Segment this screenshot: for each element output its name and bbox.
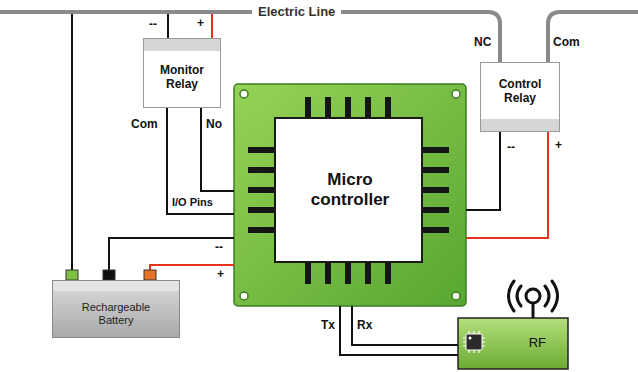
mounting-hole <box>240 90 248 98</box>
wire <box>466 132 500 210</box>
wire <box>109 238 234 280</box>
rf-chip-dot <box>469 337 472 340</box>
terminal-label: Com <box>553 35 580 49</box>
signal-label: + <box>217 267 224 281</box>
circuit-board <box>234 84 466 306</box>
mounting-hole <box>240 292 248 300</box>
chip-pin <box>345 97 351 118</box>
terminal-label: -- <box>149 17 157 31</box>
chip-pin <box>385 262 391 284</box>
chip-pin <box>248 147 275 153</box>
chip-pin <box>422 147 449 153</box>
terminal-label: Com <box>131 117 158 131</box>
chip-pin <box>248 227 275 233</box>
line-label: Electric Line <box>252 4 341 20</box>
relay-box: Control Relay <box>480 62 560 132</box>
wire <box>340 306 458 355</box>
wire <box>167 108 234 214</box>
chip-pin <box>422 167 449 173</box>
terminal-label: -- <box>507 140 515 154</box>
chip-pin <box>325 262 331 284</box>
wire <box>211 14 213 38</box>
electric-line <box>0 12 500 62</box>
node-text: Control Relay <box>486 78 554 106</box>
node-text: Monitor Relay <box>149 64 215 92</box>
relay-box: Monitor Relay <box>143 38 221 108</box>
terminal-label: NC <box>474 35 491 49</box>
electric-line <box>548 12 638 62</box>
rf-chip-pins <box>463 331 485 353</box>
chip-pin <box>385 97 391 118</box>
terminal-label: + <box>197 16 204 30</box>
chip-pin <box>248 167 275 173</box>
signal-label: Tx <box>321 318 335 332</box>
chip-pin <box>305 97 311 118</box>
chip-body <box>275 118 422 262</box>
wire <box>71 14 73 271</box>
wire <box>167 14 169 38</box>
wire <box>201 108 234 191</box>
battery-terminal <box>66 270 78 280</box>
chip-pin <box>422 187 449 193</box>
wire <box>466 132 548 238</box>
node-text: Rechargeable Battery <box>70 301 162 326</box>
chip-pin <box>248 187 275 193</box>
mounting-hole <box>452 90 460 98</box>
antenna-mast <box>532 303 535 318</box>
battery-terminal <box>144 270 156 280</box>
chip-pin <box>422 227 449 233</box>
signal-label: -- <box>215 240 223 254</box>
pin-label: I/O Pins <box>172 196 213 209</box>
node-text: Micro controller <box>300 170 400 209</box>
battery-box: Rechargeable Battery <box>52 280 180 338</box>
microcontroller-board: Micro controller <box>234 84 466 306</box>
antenna-head <box>526 289 540 303</box>
mounting-hole <box>452 292 460 300</box>
terminal-label: + <box>555 138 562 152</box>
battery-terminal <box>103 270 115 280</box>
rf-board <box>458 318 568 369</box>
chip-pin <box>305 262 311 284</box>
rf-chip-icon <box>466 334 482 350</box>
chip-pin <box>365 97 371 118</box>
radio-waves <box>509 281 558 311</box>
wire <box>352 306 458 345</box>
chip-pin <box>422 207 449 213</box>
chip-pin <box>248 207 275 213</box>
chip-pin <box>345 262 351 284</box>
rf-module: RF <box>458 318 568 369</box>
chip-pin <box>325 97 331 118</box>
terminal-label: No <box>206 117 222 131</box>
signal-label: Rx <box>357 318 372 332</box>
node-text: RF <box>529 336 546 351</box>
chip-pin <box>365 262 371 284</box>
